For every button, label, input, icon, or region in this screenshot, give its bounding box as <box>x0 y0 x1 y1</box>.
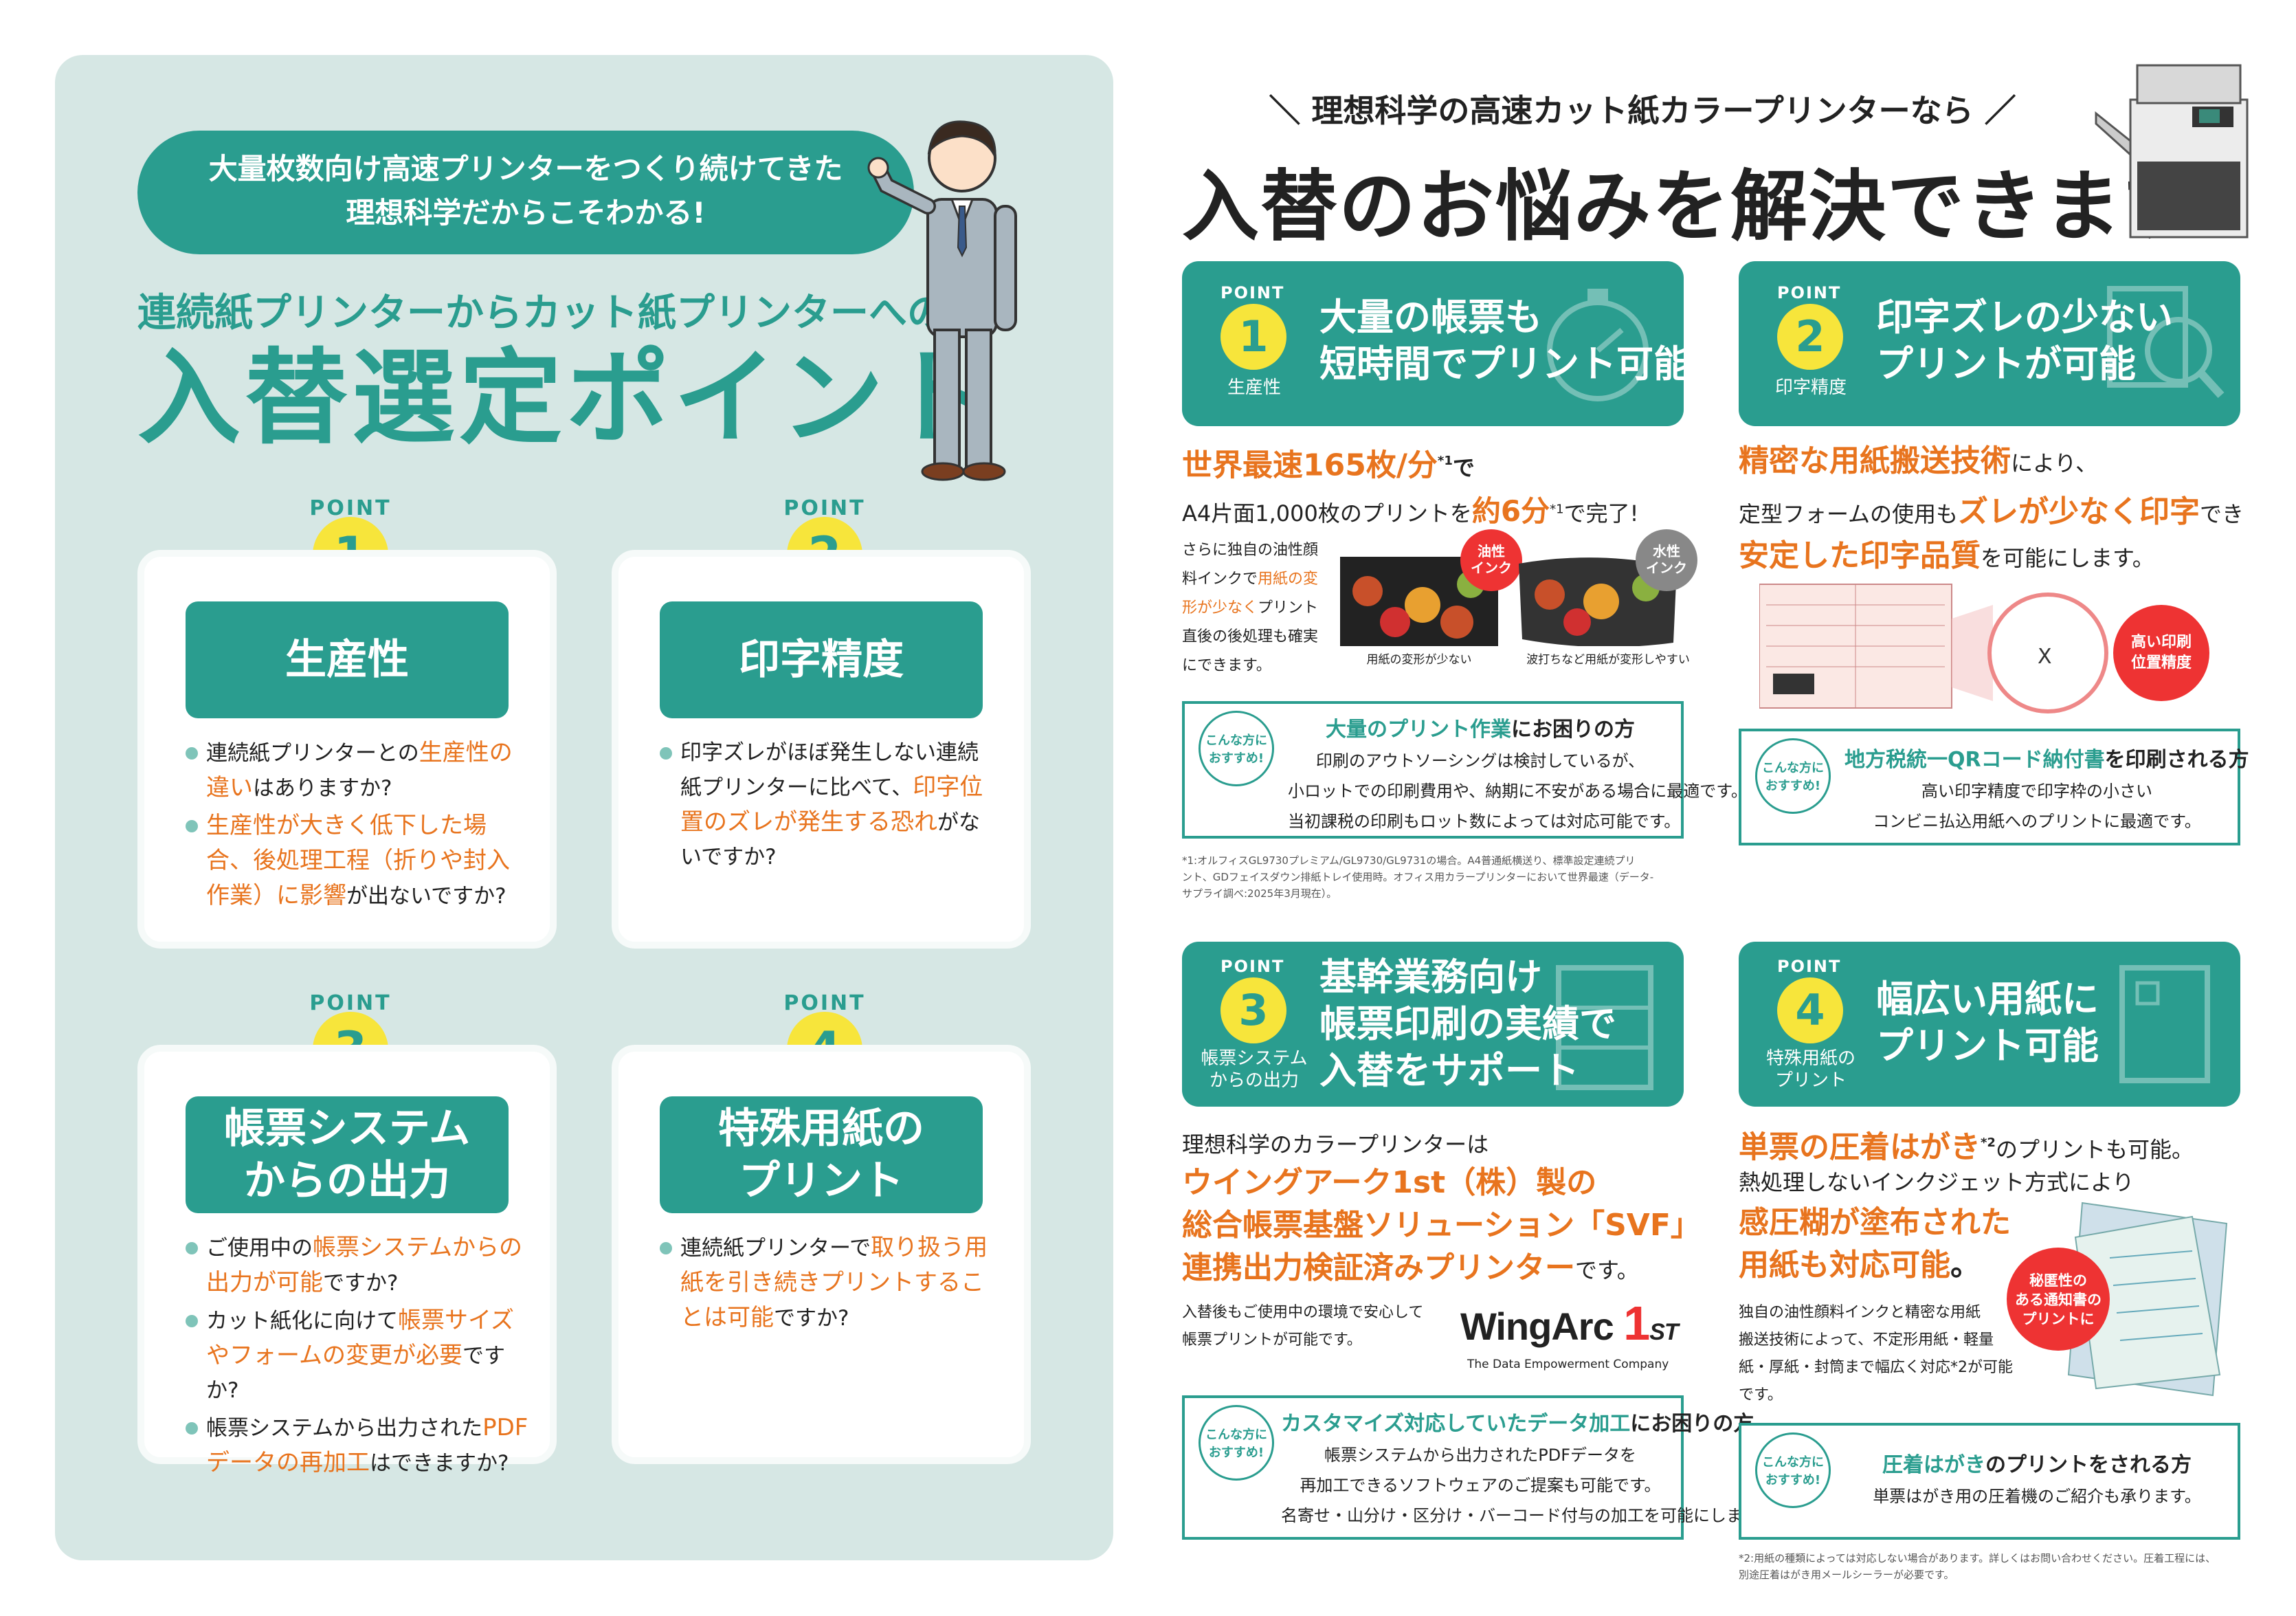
intro-bubble: 大量枚数向け高速プリンターをつくり続けてきた 理想科学だからこそわかる! <box>137 131 914 254</box>
point-2-bullets: 印字ズレがほぼ発生しない連続紙プリンターに比べて、印字位置のズレが発生する恐れが… <box>660 735 990 877</box>
point-3-bullet-1: ご使用中の帳票システムからの出力が可能ですか? <box>186 1230 529 1300</box>
intro-line-1: 大量枚数向け高速プリンターをつくり続けてきた <box>208 152 843 186</box>
feature-4-band: POINT 4 特殊用紙のプリント 幅広い用紙にプリント可能 <box>1739 942 2240 1107</box>
point-3-bullets: ご使用中の帳票システムからの出力が可能ですか? カット紙化に向けて帳票サイズやフ… <box>186 1230 529 1483</box>
recommend-badge: こんな方におすすめ! <box>1199 711 1274 786</box>
svg-text:X: X <box>2038 645 2052 669</box>
feature-1-lead-2: A4片面1,000枚のプリントを約6分*1で完了! <box>1182 494 1639 528</box>
water-ink-caption: 波打ちなど用紙が変形しやすい <box>1526 653 1690 667</box>
wingarc-logo-tagline: The Data Empowerment Company <box>1467 1358 1669 1371</box>
point-4-label: POINT <box>783 991 866 1015</box>
feature-3-lead-1: ウイングアーク1st（株）製の <box>1182 1165 1597 1200</box>
point-3-title: 帳票システムからの出力 <box>186 1096 509 1213</box>
point-3-bullet-3: 帳票システムから出力されたPDFデータの再加工はできますか? <box>186 1410 529 1481</box>
feature-2-lead-3: 安定した印字品質を可能にします。 <box>1739 538 2154 573</box>
feature-2-category: 印字精度 <box>1774 377 1847 398</box>
point-4-title: 特殊用紙のプリント <box>660 1096 983 1213</box>
feature-3-lead-2: 総合帳票基盤ソリューション「SVF」 <box>1182 1208 1701 1243</box>
left-subtitle: 連続紙プリンターからカット紙プリンターへの <box>137 291 946 335</box>
feature-2-point-label: POINT <box>1777 283 1842 302</box>
feature-1-number: 1 <box>1221 304 1286 370</box>
feature-4-lead-2: 熱処理しないインクジェット方式により <box>1739 1169 2135 1195</box>
intro-line-2: 理想科学だからこそわかる! <box>346 196 706 230</box>
form-precision-illustration: X <box>1759 584 2108 713</box>
feature-2-title: 印字ズレの少ないプリントが可能 <box>1876 296 2173 386</box>
feature-3-title: 基幹業務向け帳票印刷の実績で入替をサポート <box>1319 955 1616 1092</box>
point-1-title: 生産性 <box>186 601 509 718</box>
feature-1-lead-1: 世界最速165枚/分*1で <box>1182 447 1475 483</box>
confidential-notice-badge: 秘匿性のある通知書のプリントに <box>2007 1248 2110 1351</box>
feature-3-desc: 入替後もご使用中の環境で安心して帳票プリントが可能です。 <box>1182 1304 1424 1349</box>
feature-4-recommend-text: 圧着はがきのプリントをされる方 単票はがき用の圧着機のご紹介も承ります。 <box>1873 1453 2201 1506</box>
feature-4-number: 4 <box>1777 977 1843 1043</box>
paper-icon <box>2119 965 2210 1083</box>
point-4-bullets: 連続紙プリンターで取り扱う用紙を引き続きプリントすることは可能ですか? <box>660 1230 990 1338</box>
feature-1-title: 大量の帳票も短時間でプリント可能 <box>1319 296 1691 386</box>
feature-4-footnote: *2:用紙の種類によっては対応しない場合があります。詳しくはお問い合わせください… <box>1739 1552 2216 1581</box>
right-header: ＼ 理想科学の高速カット紙カラープリンターなら ／ <box>1269 92 2016 129</box>
feature-4-desc: 独自の油性顔料インクと精密な用紙搬送技術によって、不定形用紙・軽量紙・厚紙・封筒… <box>1739 1304 2013 1404</box>
recommend-badge: こんな方におすすめ! <box>1199 1405 1274 1481</box>
feature-1-footnote: *1:オルフィスGL9730プレミアム/GL9730/GL9731の場合。A4普… <box>1182 854 1654 900</box>
point-1-bullets: 連続紙プリンターとの生産性の違いはありますか? 生産性が大きく低下した場合、後処… <box>186 735 529 916</box>
point-2-bullet-1: 印字ズレがほぼ発生しない連続紙プリンターに比べて、印字位置のズレが発生する恐れが… <box>660 735 990 874</box>
point-3-label: POINT <box>309 991 392 1015</box>
magnifier-icon <box>2107 286 2225 399</box>
water-ink-tag: 水性インク <box>1636 529 1697 591</box>
feature-4-point-label: POINT <box>1777 957 1842 976</box>
wingarc-logo: WingArc 1ST <box>1460 1296 1679 1350</box>
feature-2-lead-1: 精密な用紙搬送技術により、 <box>1739 443 2098 478</box>
feature-4-recommend-box: こんな方におすすめ! 圧着はがきのプリントをされる方 単票はがき用の圧着機のご紹… <box>1739 1423 2240 1540</box>
feature-4-category: 特殊用紙のプリント <box>1765 1048 1855 1091</box>
feature-1-recommend-text: 大量のプリント作業にお困りの方 印刷のアウトソーシングは検討しているが、小ロット… <box>1288 718 1748 831</box>
oil-ink-caption: 用紙の変形が少ない <box>1366 653 1472 667</box>
feature-1-category: 生産性 <box>1227 377 1281 398</box>
water-ink-sample-image <box>1519 557 1677 646</box>
feature-3-band: POINT 3 帳票システムからの出力 基幹業務向け帳票印刷の実績で入替をサポー… <box>1182 942 1684 1107</box>
feature-4-title: 幅広い用紙にプリント可能 <box>1876 977 2099 1067</box>
feature-3-number: 3 <box>1221 977 1286 1043</box>
feature-1-band: POINT 1 生産性 大量の帳票も短時間でプリント可能 <box>1182 261 1691 426</box>
recommend-badge: こんな方におすすめ! <box>1755 1432 1831 1508</box>
point-3-bullet-2: カット紙化に向けて帳票サイズやフォームの変更が必要ですか? <box>186 1303 529 1408</box>
feature-1-point-label: POINT <box>1221 283 1285 302</box>
feature-4-lead-3: 感圧糊が塗布された <box>1739 1205 2011 1240</box>
left-title: 入替選定ポイント <box>137 339 996 458</box>
stopwatch-icon <box>1547 289 1649 401</box>
right-main-title: 入替のお悩みを解決できます! <box>1182 162 2238 252</box>
feature-3-recommend-box: こんな方におすすめ! カスタマイズ対応していたデータ加工にお困りの方 帳票システ… <box>1182 1395 1774 1540</box>
feature-2-number: 2 <box>1777 304 1843 370</box>
feature-3-lead-0: 理想科学のカラープリンターは <box>1182 1131 1489 1158</box>
pressure-postcard-illustration <box>2067 1202 2228 1397</box>
printer-illustration <box>2095 64 2249 239</box>
feature-4-lead-1: 単票の圧着はがき*2のプリントも可能。 <box>1739 1129 2194 1165</box>
salesman-illustration <box>867 120 1017 481</box>
feature-2-recommend-box: こんな方におすすめ! 地方税統一QRコード納付書を印刷される方 高い印字精度で印… <box>1739 729 2249 845</box>
precision-badge: 高い印刷位置精度 <box>2113 605 2209 701</box>
feature-2-band: POINT 2 印字精度 印字ズレの少ないプリントが可能 <box>1739 261 2240 426</box>
point-2-label: POINT <box>783 496 866 520</box>
point-1-bullet-2: 生産性が大きく低下した場合、後処理工程（折りや封入作業）に影響が出ないですか? <box>186 808 529 914</box>
feature-3-recommend-text: カスタマイズ対応していたデータ加工にお困りの方 帳票システムから出力されたPDF… <box>1281 1412 1774 1525</box>
point-4-bullet-1: 連続紙プリンターで取り扱う用紙を引き続きプリントすることは可能ですか? <box>660 1230 990 1336</box>
point-1-bullet-1: 連続紙プリンターとの生産性の違いはありますか? <box>186 735 529 806</box>
recommend-badge: こんな方におすすめ! <box>1755 738 1831 814</box>
oil-ink-tag: 油性インク <box>1460 529 1522 591</box>
point-2-title: 印字精度 <box>660 601 983 718</box>
feature-1-desc: さらに独自の油性顔料インクで用紙の変形が少なくプリント直後の後処理も確実にできま… <box>1182 542 1319 674</box>
feature-2-lead-2: 定型フォームの使用もズレが少なく印字でき <box>1739 494 2244 529</box>
feature-3-point-label: POINT <box>1221 957 1285 976</box>
feature-1-recommend-box: こんな方におすすめ! 大量のプリント作業にお困りの方 印刷のアウトソーシングは検… <box>1182 701 1748 839</box>
feature-2-recommend-text: 地方税統一QRコード納付書を印刷される方 高い印字精度で印字枠の小さいコンビニ払… <box>1844 748 2249 831</box>
cabinet-icon <box>1556 965 1653 1090</box>
feature-3-category: 帳票システムからの出力 <box>1201 1048 1308 1091</box>
point-1-label: POINT <box>309 496 392 520</box>
feature-4-lead-4: 用紙も対応可能。 <box>1739 1248 1981 1283</box>
feature-3-lead-3: 連携出力検証済みプリンターです。 <box>1182 1250 1639 1285</box>
